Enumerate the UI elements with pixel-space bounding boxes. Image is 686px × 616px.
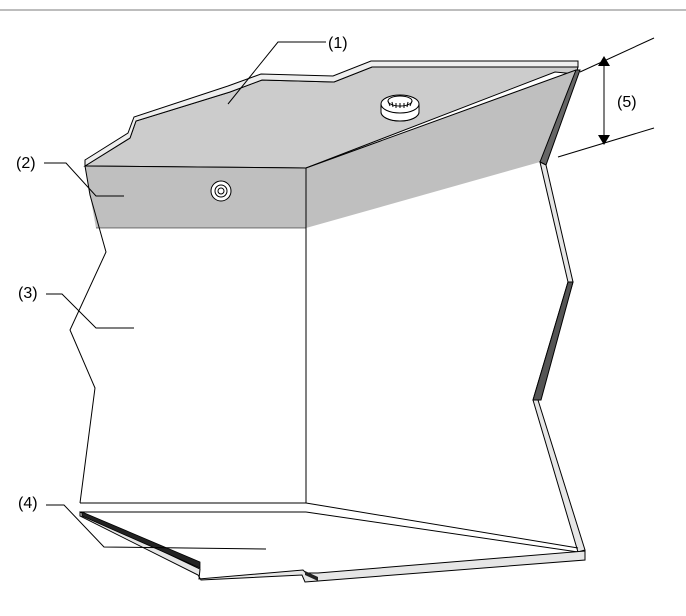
leader-2 (44, 162, 124, 197)
label-1: (1) (328, 35, 348, 52)
label-4: (4) (18, 495, 38, 512)
floor-back-right (305, 502, 579, 549)
wall-band-right (306, 70, 576, 228)
ceiling-diag-edge (305, 69, 577, 169)
floor-back-right-2 (305, 511, 579, 553)
right-wall-edge-strip (532, 161, 586, 553)
dimension-arrowhead-bottom (598, 135, 610, 145)
wall-detector-icon (210, 180, 232, 202)
floor-strip (80, 503, 585, 578)
floor-front-edge (79, 511, 586, 583)
dimension-line-bottom (557, 127, 655, 158)
label-2: (2) (16, 155, 36, 172)
wall-band-left (85, 166, 306, 228)
smoke-detector-icon (380, 94, 420, 122)
label-5: (5) (617, 94, 637, 111)
label-3: (3) (18, 285, 38, 302)
dimension-arrowhead-top (598, 56, 610, 66)
ceiling-front-edge (84, 165, 307, 169)
floor-dark-edge-small (305, 571, 318, 581)
leader-1 (227, 41, 326, 105)
right-wall-dark-segment (532, 281, 574, 401)
dimension-line-top (579, 37, 655, 73)
left-wall-edge (69, 165, 107, 504)
floor-dark-edge (81, 511, 201, 569)
leader-4 (46, 504, 267, 550)
ceiling-rim (84, 60, 579, 167)
leader-3 (46, 293, 134, 329)
